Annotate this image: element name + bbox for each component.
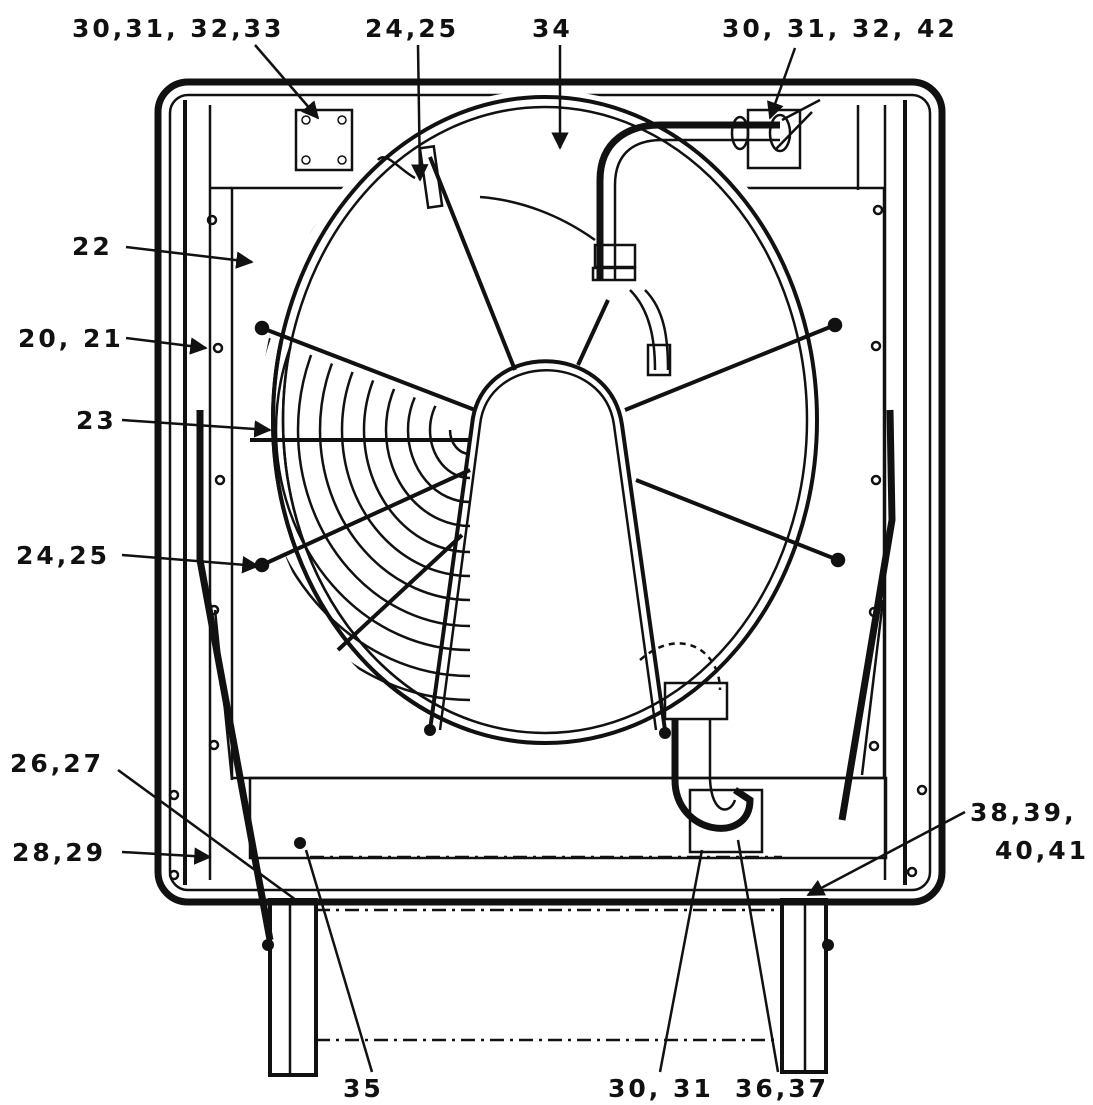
callout-26-27: 26,27 xyxy=(10,749,105,778)
fan-spokes xyxy=(250,156,839,652)
callout-36-37: 36,37 xyxy=(735,1074,830,1103)
motor-support xyxy=(424,359,671,739)
callout-23: 23 xyxy=(76,406,117,435)
callout-30-31-32-33: 30,31, 32,33 xyxy=(72,14,285,43)
side-rods xyxy=(196,409,896,941)
upper-hose xyxy=(591,98,821,377)
callout-38-39: 38,39, xyxy=(970,798,1077,827)
callout-24-25-top: 24,25 xyxy=(365,14,460,43)
callout-24-25-left: 24,25 xyxy=(16,541,111,570)
callout-34: 34 xyxy=(532,14,573,43)
bottom-legs xyxy=(262,837,834,1077)
top-left-bracket xyxy=(294,108,354,172)
callout-22: 22 xyxy=(72,232,113,261)
callout-28-29: 28,29 xyxy=(12,838,107,867)
callout-40-41: 40,41 xyxy=(995,836,1090,865)
leader-lines xyxy=(117,44,966,1073)
callout-30-31-32-42: 30, 31, 32, 42 xyxy=(722,14,958,43)
callout-30-31-bottom: 30, 31 xyxy=(608,1074,714,1103)
callout-35: 35 xyxy=(343,1074,384,1103)
lower-hose xyxy=(639,642,764,854)
callout-20-21: 20, 21 xyxy=(18,324,124,353)
